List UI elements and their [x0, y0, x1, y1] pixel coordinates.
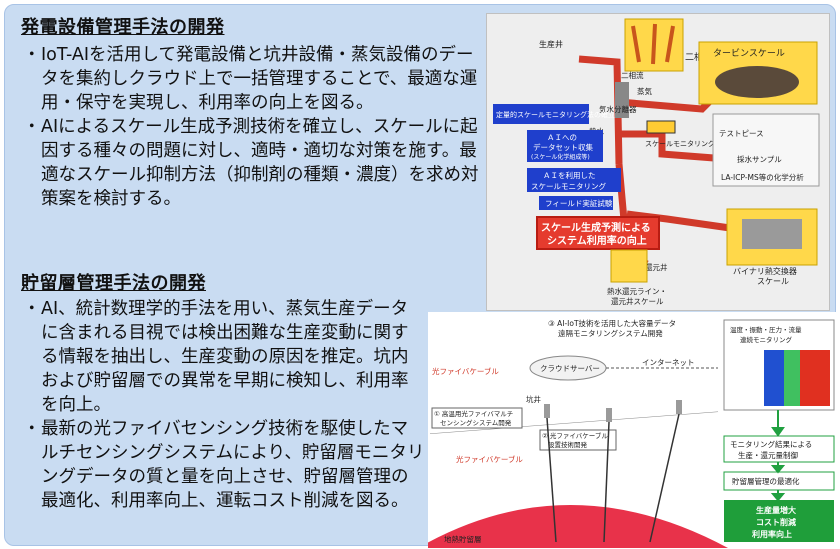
heatmap-cool-region	[764, 350, 784, 406]
iot-system-label: 遠隔モニタリングシステム開発	[558, 328, 663, 338]
item1-label: ① 高温用光ファイバマルチ	[434, 409, 513, 418]
cloud-server-label: クラウドサーバー	[540, 364, 600, 373]
step-label: ＡＩへの	[547, 133, 577, 142]
bullet-item: 最新の光ファイバセンシング技術を駆使したマルチセンシングシステムにより、貯留層モ…	[23, 417, 425, 513]
scale-monitoring-label: スケールモニタリング	[645, 139, 715, 148]
internet-label: インターネット	[642, 358, 695, 367]
outcome-label: 生産量増大	[756, 505, 796, 515]
step-box	[493, 104, 589, 124]
geothermal-reservoir	[428, 505, 728, 548]
scale-prediction-figure: 二相流スケール 二相流 生産井 タービンスケール 蒸気 気水分離器 熱水 スケー…	[486, 13, 830, 311]
optimization-label: 貯留層管理の最適化	[732, 476, 800, 486]
reservoir-label: 地熱貯留層	[444, 534, 482, 544]
goal-label: システム利用率の向上	[547, 234, 647, 247]
item2-label: 設置技術開発	[548, 440, 588, 449]
goal-label: スケール生成予測による	[541, 221, 651, 234]
bullet-item: AI、統計数理学的手法を用い、蒸気生産データに含まれる目視では検出困難な生産変動…	[23, 297, 425, 417]
flow-arrow-head	[770, 493, 786, 502]
fiber-cable-label: 光ファイバケーブル	[432, 366, 499, 376]
goal-box	[536, 216, 660, 250]
monitor-label: 温度・振動・圧力・流量	[730, 325, 802, 334]
bullet-item: IoT-AIを活用して発電設備と坑井設備・蒸気設備のデータを集約しクラウド上で一…	[23, 43, 485, 115]
steam-label: 蒸気	[637, 86, 652, 96]
bullet-item: AIによるスケール生成予測技術を確立し、スケールに起因する種々の問題に対し、適時…	[23, 115, 485, 211]
section-title-reservoir: 貯留層管理手法の開発	[21, 273, 206, 294]
turbine-scale-label: タービンスケール	[713, 48, 785, 59]
step-label: フィールド実証試験	[545, 198, 613, 208]
control-result-label: モニタリング結果による	[730, 439, 812, 449]
step-label: データセット収集	[533, 142, 593, 152]
reinjection-scale-callout	[610, 249, 648, 283]
binary-scale-label: スケール	[757, 277, 789, 286]
analysis-box	[712, 113, 820, 187]
wellhead-icon	[676, 400, 682, 414]
bullet-list-power-plant: IoT-AIを活用して発電設備と坑井設備・蒸気設備のデータを集約しクラウド上で一…	[23, 43, 485, 211]
control-result-box	[723, 435, 835, 463]
scale-prediction-diagram: 二相流スケール 二相流 生産井 タービンスケール 蒸気 気水分離器 熱水 スケー…	[493, 18, 820, 306]
wellbore-lines	[546, 413, 680, 543]
step-label: 定量的スケールモニタリング法の確立	[496, 110, 615, 119]
test-piece-label: テストピース	[719, 129, 764, 138]
reinjection-well-label: 還元井	[645, 262, 668, 272]
reservoir-monitoring-diagram: ③ AI-IoT技術を活用した大容量データ 遠隔モニタリングシステム開発 クラウ…	[428, 318, 835, 548]
step-box	[527, 168, 621, 192]
section-title-power-plant: 発電設備管理手法の開発	[21, 17, 225, 38]
heat-exchanger-icon	[742, 219, 802, 249]
binary-scale-label: バイナリ熱交換器	[733, 266, 797, 276]
wellhead-icon	[544, 404, 550, 418]
separator-vessel	[615, 82, 629, 118]
step-box	[539, 196, 613, 210]
step-label: (スケール化学組成等)	[531, 153, 590, 161]
item2-label: ② 光ファイバケーブル	[542, 431, 608, 440]
outcome-label: 利用率向上	[751, 529, 792, 539]
outcome-box	[724, 500, 834, 542]
well-label: 坑井	[526, 394, 541, 404]
fiber-cable-label-2: 光ファイバケーブル	[456, 454, 523, 464]
heatmap-mid-region	[784, 350, 800, 406]
two-phase-scale-marks	[631, 23, 675, 65]
hot-water-scale-label: 還元井スケール	[611, 296, 664, 306]
bullet-list-reservoir: AI、統計数理学的手法を用い、蒸気生産データに含まれる目視では検出困難な生産変動…	[23, 297, 425, 513]
ground-layer	[430, 412, 718, 512]
hot-water-scale-label: 熱水還元ライン・	[607, 286, 667, 296]
turbine-blade-icon	[715, 66, 799, 98]
control-result-label: 生産・還元量制御	[738, 450, 798, 460]
two-phase-label: 二相流	[621, 70, 644, 80]
step-box	[527, 130, 603, 162]
scale-monitor-device-icon	[646, 120, 676, 134]
outcome-label: コスト削減	[756, 517, 796, 527]
wellhead-icon	[606, 408, 612, 422]
flow-arrow-head	[771, 427, 785, 437]
item2-box	[539, 429, 617, 451]
monitor-label: 連続モニタリング	[740, 335, 793, 344]
step-label: ＡＩを利用した	[543, 170, 596, 180]
item1-label: センシングシステム開発	[440, 418, 512, 427]
step-boxes: 定量的スケールモニタリング法の確立 ＡＩへの データセット収集 (スケール化学組…	[493, 104, 621, 210]
step-label: スケールモニタリング	[531, 181, 606, 191]
production-well-label: 生産井	[539, 39, 563, 49]
reservoir-monitoring-figure: ③ AI-IoT技術を活用した大容量データ 遠隔モニタリングシステム開発 クラウ…	[428, 312, 836, 548]
flow-arrow-head	[770, 465, 786, 474]
flow-arrows	[770, 410, 786, 502]
sampling-label: 採水サンプル	[737, 154, 782, 164]
iot-system-label: ③ AI-IoT技術を活用した大容量データ	[548, 318, 676, 328]
wellheads	[544, 400, 682, 422]
analysis-label: LA-ICP-MS等の化学分析	[721, 172, 804, 182]
item1-box	[431, 407, 523, 429]
separator-label: 気水分離器	[599, 104, 637, 114]
